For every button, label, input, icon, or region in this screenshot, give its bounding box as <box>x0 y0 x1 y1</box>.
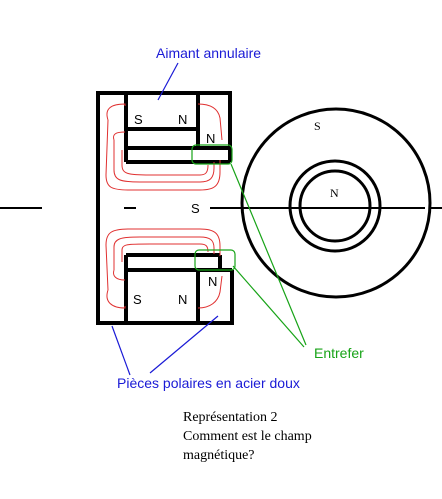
blue-pointers <box>111 62 219 376</box>
airgap-markers <box>191 144 307 348</box>
pole-bottom-right-n: N <box>208 274 217 289</box>
airgap-marker-bottom <box>194 249 236 271</box>
pole-center-s: S <box>191 201 200 216</box>
pole-ring-s: S <box>314 119 321 133</box>
pole-top-right-n: N <box>206 131 215 146</box>
caption: Représentation 2 Comment est le champ ma… <box>183 408 433 465</box>
label-aimant-annulaire: Aimant annulaire <box>156 45 261 61</box>
airgap-marker-top <box>191 144 233 165</box>
ring-inner-circle-outer <box>288 159 382 253</box>
caption-line-2: Comment est le champ <box>183 429 312 444</box>
pole-bottom-left-s: S <box>133 292 142 307</box>
bottom-magnet <box>124 253 232 323</box>
pole-top-left-n: N <box>178 112 187 127</box>
pole-top-left-s: S <box>134 112 143 127</box>
field-lines-bottom <box>105 228 223 309</box>
ring-inner-circle-inner <box>298 169 372 243</box>
label-pieces-polaires: Pièces polaires en acier doux <box>117 375 300 391</box>
field-lines-top <box>105 103 223 191</box>
label-entrefer: Entrefer <box>314 345 364 361</box>
caption-line-1: Représentation 2 <box>183 410 278 425</box>
pole-ring-n: N <box>330 186 339 200</box>
caption-line-3: magnétique? <box>183 448 255 463</box>
pole-piece-body <box>96 91 234 325</box>
pole-bottom-left-n: N <box>178 292 187 307</box>
top-magnet <box>124 91 232 164</box>
ring-magnet-view <box>240 107 432 299</box>
ring-outer-circle <box>240 107 432 299</box>
